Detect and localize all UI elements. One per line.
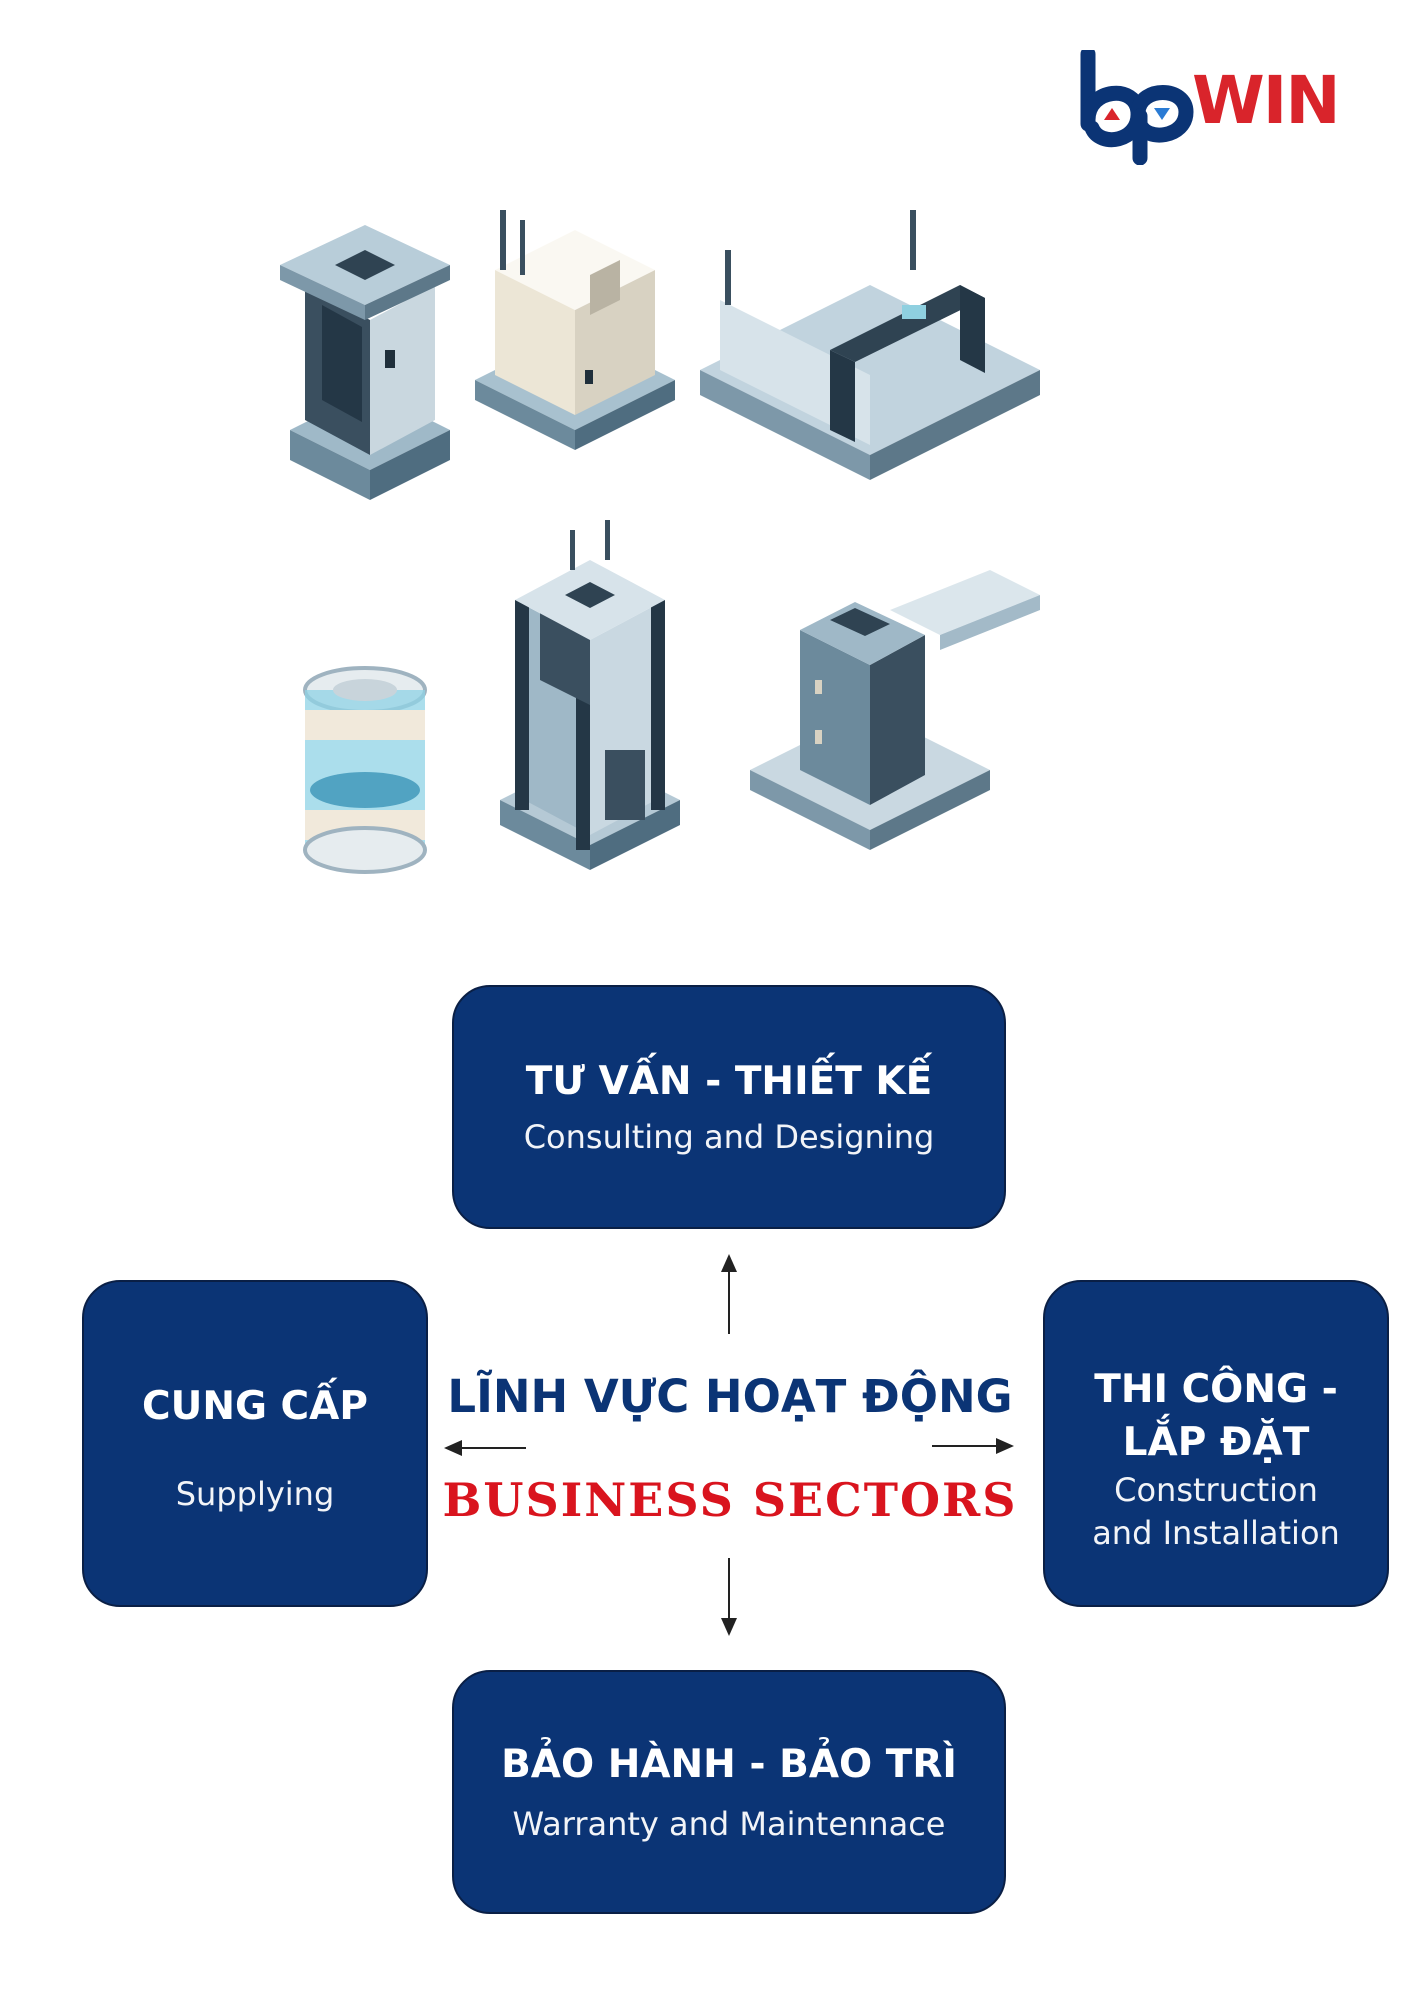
sector-title-line2: LẮP ĐẶT xyxy=(1122,1419,1310,1465)
logo-wordmark: WIN xyxy=(1192,62,1341,139)
elevator-car-platform-icon xyxy=(750,570,1040,850)
center-subtitle: BUSINESS SECTORS xyxy=(442,1473,1018,1527)
sector-consulting-designing: TƯ VẤN - THIẾT KẾ Consulting and Designi… xyxy=(452,985,1006,1229)
bp-monogram-icon xyxy=(1080,50,1194,165)
center-title: LĨNH VỰC HOẠT ĐỘNG xyxy=(447,1370,1013,1423)
sector-subtitle-line2: and Installation xyxy=(1092,1514,1340,1553)
elevator-illustrations xyxy=(270,210,1130,890)
sector-title-line1: THI CÔNG - xyxy=(1094,1367,1338,1412)
sector-supplying: CUNG CẤP Supplying xyxy=(82,1280,428,1607)
sector-subtitle: Consulting and Designing xyxy=(523,1117,935,1156)
sector-title: TƯ VẤN - THIẾT KẾ xyxy=(525,1059,933,1104)
sector-title: CUNG CẤP xyxy=(142,1384,368,1429)
elevator-tower-icon xyxy=(500,520,680,870)
sector-subtitle: Supplying xyxy=(175,1474,335,1513)
sector-subtitle: Warranty and Maintennace xyxy=(512,1804,946,1843)
bpwin-logo: WIN xyxy=(1080,50,1365,165)
sector-subtitle-line1: Construction xyxy=(1114,1471,1318,1510)
elevator-shaft-icon xyxy=(280,225,450,500)
sector-title: BẢO HÀNH - BẢO TRÌ xyxy=(501,1742,957,1787)
elevator-door-frame-icon xyxy=(700,210,1040,480)
sector-construction-installation: THI CÔNG - LẮP ĐẶT Construction and Inst… xyxy=(1043,1280,1389,1607)
sector-warranty-maintenance: BẢO HÀNH - BẢO TRÌ Warranty and Maintenn… xyxy=(452,1670,1006,1914)
elevator-cabin-room-icon xyxy=(475,210,675,450)
glass-capsule-elevator-icon xyxy=(303,666,427,874)
